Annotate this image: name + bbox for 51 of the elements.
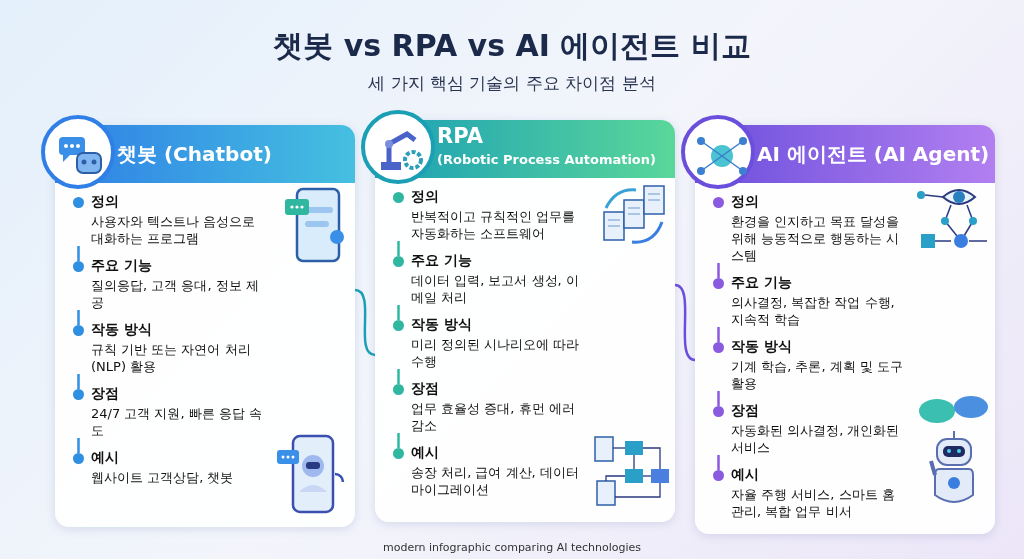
section-heading: 작동 방식 — [411, 316, 473, 334]
section-heading: 주요 기능 — [731, 274, 793, 292]
section-text: 미리 정의된 시나리오에 따라 수행 — [411, 336, 581, 370]
connector-line — [674, 283, 696, 362]
caption: modern infographic comparing AI technologies — [381, 541, 643, 554]
section-text: 의사결정, 복잡한 작업 수행, 지속적 학습 — [731, 294, 896, 328]
section-heading: 작동 방식 — [91, 321, 153, 339]
timeline-line — [717, 263, 720, 278]
section-text: 규칙 기반 또는 자연어 처리 (NLP) 활용 — [91, 341, 252, 375]
section-heading: 정의 — [411, 188, 440, 206]
timeline-line — [397, 241, 400, 256]
connector-line — [354, 288, 376, 357]
section-heading: 장점 — [731, 402, 760, 420]
card-title: AI 에이전트 (AI Agent) — [757, 141, 990, 168]
section-heading: 주요 기능 — [411, 252, 473, 270]
section-text: 송장 처리, 급여 계산, 데이터 마이그레이션 — [411, 464, 580, 498]
timeline-line — [397, 305, 400, 320]
section-text: 업무 효율성 증대, 휴먼 에러 감소 — [411, 400, 576, 434]
section-text: 자동화된 의사결정, 개인화된 서비스 — [731, 422, 901, 456]
card-subtitle: (Robotic Process Automation) — [437, 152, 656, 167]
timeline-line — [717, 391, 720, 406]
section-text: 사용자와 텍스트나 음성으로 대화하는 프로그램 — [91, 213, 257, 247]
timeline-line — [77, 310, 80, 325]
timeline-line — [77, 374, 80, 389]
section-heading: 예시 — [411, 444, 440, 462]
card-title: RPA — [437, 124, 483, 148]
timeline-line — [397, 369, 400, 384]
section-text: 기계 학습, 추론, 계획 및 도구 활용 — [731, 358, 904, 392]
section-text: 데이터 입력, 보고서 생성, 이메일 처리 — [411, 272, 580, 306]
timeline-line — [397, 433, 400, 448]
section-heading: 작동 방식 — [731, 338, 793, 356]
timeline-line — [717, 455, 720, 470]
timeline-line — [77, 246, 80, 261]
title: 챗봇 vs RPA vs AI 에이전트 비교 — [272, 27, 752, 65]
timeline-line — [717, 327, 720, 342]
timeline-line — [77, 438, 80, 453]
section-heading: 정의 — [91, 193, 120, 211]
section-heading: 정의 — [731, 193, 760, 211]
card-title: 챗봇 (Chatbot) — [117, 141, 272, 168]
section-text: 웹사이트 고객상담, 챗봇 — [91, 469, 235, 486]
section-text: 자율 주행 서비스, 스마트 홈 관리, 복합 업무 비서 — [731, 486, 896, 520]
section-heading: 주요 기능 — [91, 257, 153, 275]
section-heading: 예시 — [731, 466, 760, 484]
section-heading: 장점 — [91, 385, 120, 403]
section-text: 24/7 고객 지원, 빠른 응답 속도 — [91, 405, 263, 439]
section-text: 반복적이고 규칙적인 업무를 자동화하는 소프트웨어 — [411, 208, 577, 242]
subtitle: 세 가지 핵심 기술의 주요 차이점 분석 — [367, 72, 657, 95]
section-heading: 장점 — [411, 380, 440, 398]
section-text: 질의응답, 고객 응대, 정보 제공 — [91, 277, 260, 311]
section-text: 환경을 인지하고 목표 달성을 위해 능동적으로 행동하는 시스템 — [731, 213, 901, 264]
section-heading: 예시 — [91, 449, 120, 467]
